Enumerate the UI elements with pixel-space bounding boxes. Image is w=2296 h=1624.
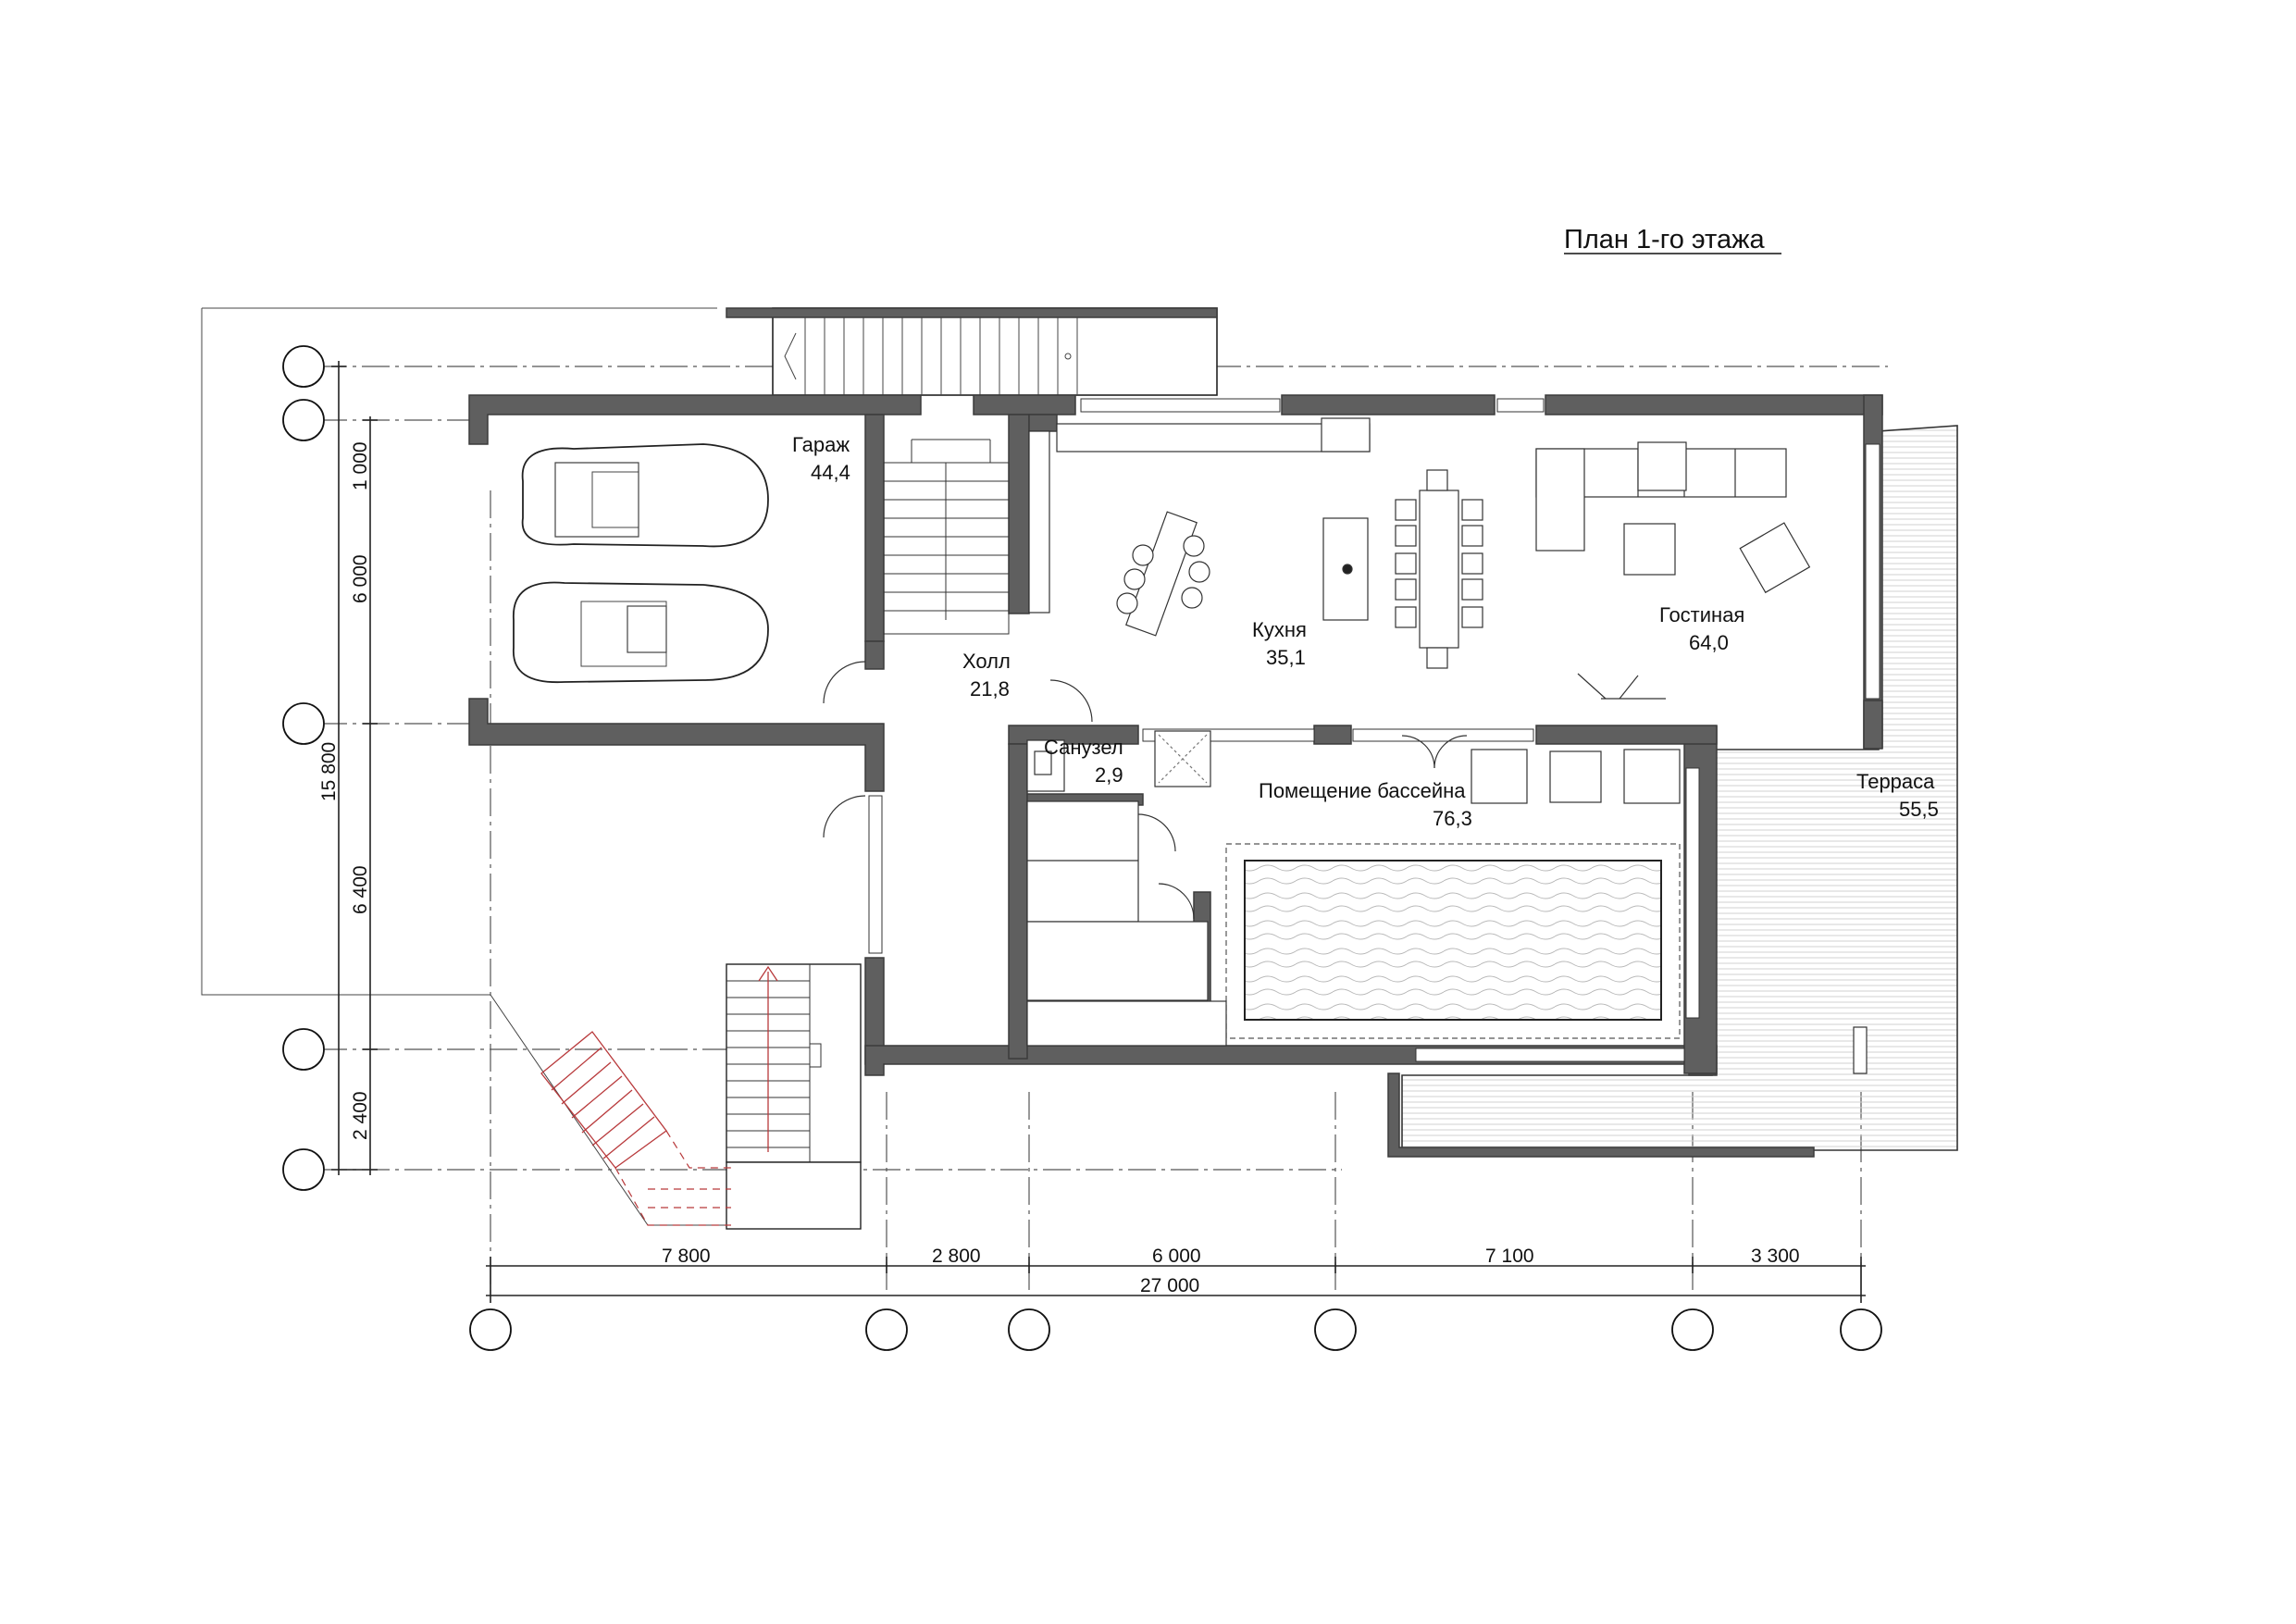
dim-h-7100: 7 100	[1485, 1246, 1534, 1267]
doors	[823, 661, 1468, 920]
vertical-dimension-chain	[331, 361, 378, 1175]
bathroom-fixtures	[1026, 730, 1227, 1047]
dim-v-2400: 2 400	[350, 1091, 371, 1140]
car-bottom	[513, 581, 769, 684]
label-kitchen-name: Кухня	[1252, 618, 1307, 641]
dim-h-7800: 7 800	[662, 1246, 711, 1267]
label-bathroom-area: 2,9	[1095, 763, 1123, 787]
pool-water	[1244, 860, 1662, 1021]
dim-v-6000: 6 000	[350, 554, 371, 603]
car-top	[521, 443, 769, 548]
label-terrace-name: Терраса	[1856, 770, 1935, 793]
dim-v-1000: 1 000	[350, 441, 371, 490]
label-pool-name: Помещение бассейна	[1259, 779, 1466, 802]
axis-bubbles	[282, 345, 1882, 1351]
terrace-bottom-wall	[1387, 1072, 1815, 1158]
living-furniture	[1535, 441, 1811, 700]
exterior-stairs	[540, 963, 862, 1230]
kitchen-counters	[1028, 417, 1371, 621]
label-hall-area: 21,8	[970, 677, 1010, 700]
pool-loungers	[1471, 749, 1681, 804]
dim-h-6000: 6 000	[1152, 1246, 1201, 1267]
interior-stair	[883, 439, 1010, 635]
label-kitchen-area: 35,1	[1266, 646, 1306, 669]
label-living-area: 64,0	[1689, 631, 1729, 654]
dim-h-total: 27 000	[1140, 1275, 1199, 1296]
label-bathroom-name: Санузел	[1044, 736, 1123, 759]
label-terrace-area: 55,5	[1899, 798, 1939, 821]
horizontal-dimension-chain	[486, 1257, 1866, 1303]
label-garage-area: 44,4	[811, 461, 850, 484]
bar-table	[1116, 511, 1210, 637]
room-labels: Гараж 44,4 Холл 21,8 Кухня 35,1 Гостиная…	[792, 433, 1939, 830]
label-pool-area: 76,3	[1433, 807, 1472, 830]
plan-title: План 1-го этажа	[1564, 225, 1766, 254]
label-living-name: Гостиная	[1659, 603, 1744, 626]
top-stair	[726, 307, 1218, 396]
dim-v-6400: 6 400	[350, 865, 371, 914]
label-hall-name: Холл	[962, 650, 1011, 673]
windows	[868, 398, 1685, 1062]
dim-h-3300: 3 300	[1751, 1246, 1800, 1267]
dining-table	[1395, 469, 1483, 669]
label-garage-name: Гараж	[792, 433, 850, 456]
dim-v-total: 15 800	[318, 742, 340, 801]
dim-h-2800: 2 800	[932, 1246, 981, 1267]
terrace-step	[1853, 1026, 1868, 1074]
